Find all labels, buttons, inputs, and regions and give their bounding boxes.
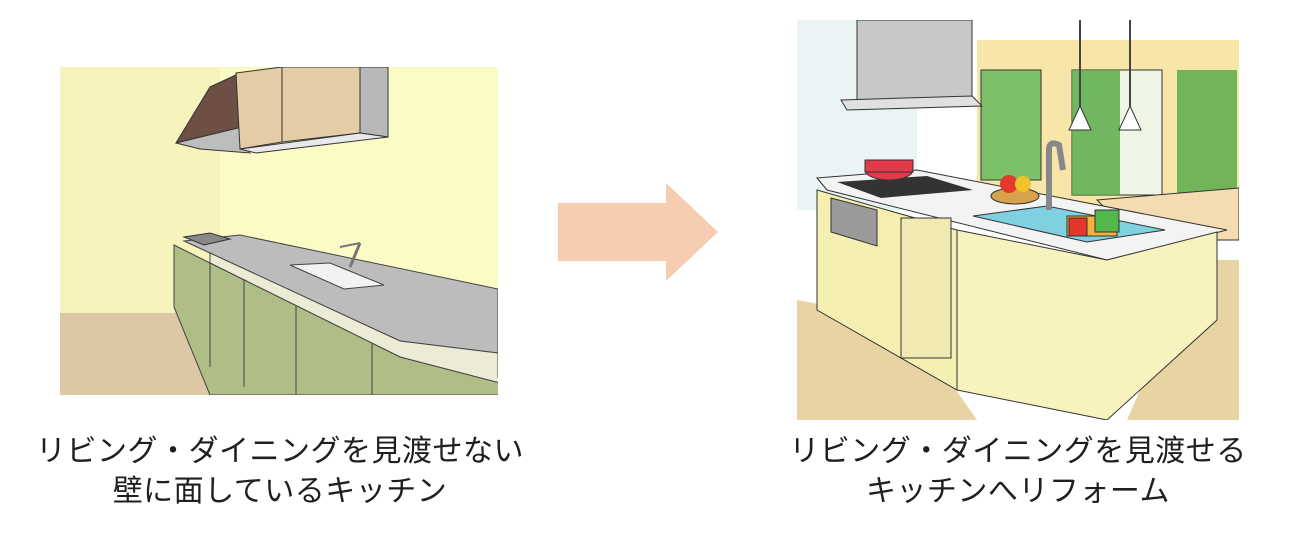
sink — [289, 262, 385, 290]
range-hood-bottom — [175, 126, 251, 154]
faucet — [1046, 140, 1066, 210]
stove — [182, 232, 232, 246]
dishwasher — [900, 217, 952, 359]
before-kitchen-illustration — [60, 67, 498, 395]
range-hood — [856, 20, 973, 107]
before-caption: リビング・ダイニングを見渡せない 壁に面しているキッチン — [20, 432, 540, 512]
curtain-right — [1177, 70, 1237, 200]
island-front-right — [956, 229, 1218, 420]
right-arrow-icon — [558, 183, 718, 281]
before-caption-line2: 壁に面しているキッチン — [112, 474, 448, 509]
after-caption-line2: キッチンへリフォーム — [865, 474, 1171, 509]
before-caption-line1: リビング・ダイニングを見渡せない — [36, 434, 524, 469]
upper-cabinet-underside — [239, 132, 389, 154]
upper-cabinet — [235, 67, 283, 150]
window-left — [980, 69, 1042, 181]
oven — [830, 197, 878, 247]
upper-cabinet-right — [281, 67, 361, 143]
after-caption-line1: リビング・ダイニングを見渡せる — [789, 434, 1247, 469]
upper-cabinet-side — [359, 67, 389, 138]
floor — [797, 300, 977, 420]
pendant-light-right — [1118, 104, 1142, 131]
range-hood-bottom — [840, 95, 984, 111]
pendant-light-left — [1068, 104, 1092, 131]
after-kitchen-illustration — [797, 20, 1239, 420]
stove — [837, 176, 973, 198]
lower-cabinets — [173, 244, 498, 395]
faucet — [348, 242, 362, 268]
faucet-spout — [339, 242, 361, 248]
after-caption: リビング・ダイニングを見渡せる キッチンへリフォーム — [758, 432, 1278, 512]
